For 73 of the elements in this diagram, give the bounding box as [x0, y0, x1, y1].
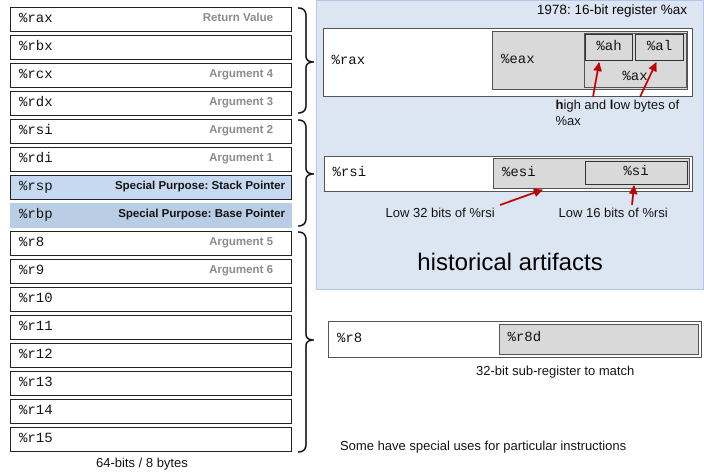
annotation-text: Low 32 bits of %rsi — [386, 204, 532, 224]
panel-title: historical artifacts — [416, 249, 604, 277]
register-name: %eax — [501, 52, 535, 68]
sub-register-box — [635, 34, 684, 61]
register-name: %r13 — [19, 374, 53, 391]
register-box — [328, 321, 702, 358]
year-note: 1978: 16-bit register %ax — [536, 2, 687, 18]
register-name: %r12 — [19, 346, 53, 363]
register-name: %ax — [621, 69, 649, 86]
register-box — [322, 28, 692, 96]
register-name: %rax — [332, 53, 366, 70]
register-role: Argument 1 — [209, 152, 273, 166]
register-name: %rsi — [332, 164, 366, 181]
register-role: Argument 3 — [209, 96, 273, 110]
register-name: %al — [646, 39, 674, 56]
register-name: %r14 — [19, 402, 53, 419]
register-row — [10, 119, 292, 144]
register-row — [10, 315, 292, 340]
register-role: Special Purpose: Base Pointer — [118, 208, 285, 222]
register-name: %rsi — [19, 122, 53, 139]
register-row — [10, 91, 292, 116]
register-name: %r9 — [19, 262, 44, 279]
register-row — [10, 147, 292, 172]
register-row — [10, 343, 292, 368]
register-box — [324, 156, 692, 192]
arrow — [639, 62, 657, 98]
sub-register-box — [585, 34, 633, 61]
highlight-panel — [316, 0, 704, 290]
register-row — [10, 371, 292, 396]
register-name: %rbx — [19, 38, 53, 55]
register-row — [10, 427, 292, 452]
register-row — [10, 203, 292, 228]
caption-text: 64-bits / 8 bytes — [96, 455, 188, 470]
register-row — [10, 35, 292, 60]
register-name: %r8 — [19, 234, 44, 251]
register-name: %rax — [19, 10, 53, 27]
register-role: Argument 4 — [209, 68, 273, 82]
register-name: %rdx — [19, 94, 53, 111]
sub-register-box — [498, 324, 698, 354]
register-role: Special Purpose: Stack Pointer — [114, 180, 285, 194]
register-row — [10, 231, 292, 256]
register-name: %r10 — [19, 290, 53, 307]
arrow — [628, 185, 638, 206]
register-name: %rbp — [19, 206, 53, 223]
register-row — [10, 399, 292, 424]
caption-text: Some have special uses for particular instructions — [340, 438, 626, 453]
register-row — [10, 7, 292, 32]
register-row — [10, 259, 292, 284]
annotation-text: Low 16 bits of %rsi — [558, 204, 702, 224]
register-name: %esi — [502, 164, 536, 181]
register-role: Return Value — [202, 12, 273, 26]
annotation-text: high and low bytes of %ax — [556, 96, 702, 132]
register-role: Argument 5 — [209, 236, 273, 250]
register-name: %rcx — [19, 66, 53, 83]
register-name: %ah — [595, 39, 623, 56]
register-role: Argument 2 — [209, 124, 273, 138]
arrow — [500, 188, 543, 206]
register-row — [10, 287, 292, 312]
register-name: %rdi — [19, 150, 53, 167]
sub-register-box — [493, 158, 690, 189]
sub-register-box — [584, 160, 688, 184]
register-name: %r8d — [508, 330, 542, 346]
register-name: %si — [622, 164, 650, 180]
sub-register-box — [584, 32, 686, 88]
register-row — [10, 63, 292, 88]
register-name: %r8 — [337, 330, 362, 347]
register-name: %r11 — [19, 318, 53, 335]
caption-text: 32-bit sub-register to match — [476, 363, 634, 378]
register-name: %r15 — [19, 430, 53, 447]
register-name: %rsp — [19, 178, 53, 195]
register-row — [10, 175, 292, 200]
register-role: Argument 6 — [209, 264, 273, 278]
sub-register-box — [492, 31, 688, 90]
